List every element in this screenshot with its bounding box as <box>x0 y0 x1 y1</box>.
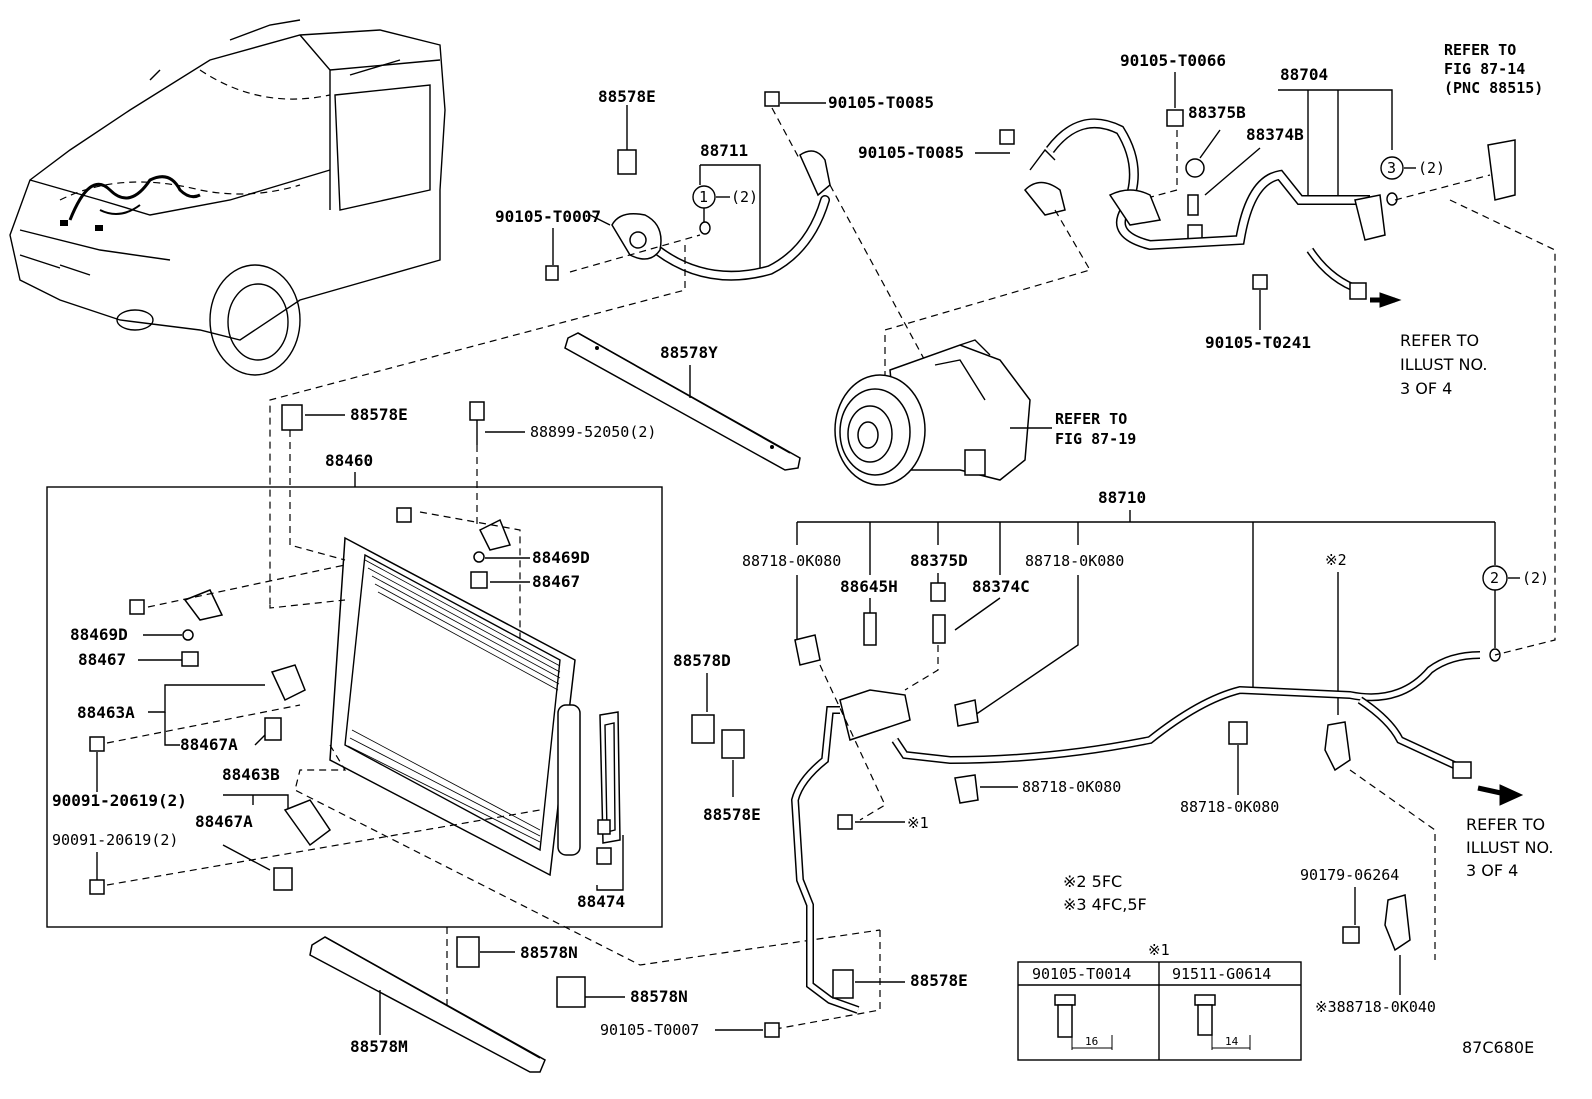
label-90179-06264: 90179-06264 <box>1300 866 1399 884</box>
label-88578E-mid: 88578E <box>350 405 408 424</box>
label-88460: 88460 <box>325 451 373 470</box>
pipe-88710-group: 88710 88718-0K080 88645H 88375D 88374C 8… <box>600 488 1553 1039</box>
label-88718-0K080-c: 88718-0K080 <box>1180 798 1279 816</box>
ref-illust-b-line1: REFER TO <box>1466 815 1545 834</box>
label-88374C: 88374C <box>972 577 1030 596</box>
label-88578M: 88578M <box>350 1037 408 1056</box>
note-mark-3: ※3 4FC,5F <box>1063 895 1147 914</box>
mark-x1: ※1 <box>907 814 929 832</box>
label-88467A-b: 88467A <box>195 812 253 831</box>
label-90091-a: 90091-20619(2) <box>52 791 187 810</box>
hose-88704-group: 90105-T0066 88704 88375B 88374B 3 (2) 90… <box>1023 41 1556 656</box>
label-88704: 88704 <box>1280 65 1328 84</box>
qty-label-2c: (2) <box>1522 569 1549 587</box>
qty-label-2a: (2) <box>731 188 758 206</box>
condenser-assembly-box <box>46 486 663 928</box>
label-88578E-top: 88578E <box>598 87 656 106</box>
ref-illust-a-line3: 3 OF 4 <box>1400 379 1452 398</box>
bolt-spec-table: ※1 90105-T0014 91511-G0614 16 14 <box>1017 941 1302 1061</box>
label-88474: 88474 <box>577 892 625 911</box>
ref-fig-87-19-line1: REFER TO <box>1055 410 1127 428</box>
label-88718-0K080-d: 88718-0K080 <box>1022 778 1121 796</box>
ref-fig-87-14-line3: (PNC 88515) <box>1444 79 1543 97</box>
label-88467-b: 88467 <box>78 650 126 669</box>
label-88467A-a: 88467A <box>180 735 238 754</box>
label-90091-b: 90091-20619(2) <box>52 831 178 849</box>
label-90105-T0007-bottom: 90105-T0007 <box>600 1021 699 1039</box>
diagram-code: 87C680E <box>1462 1038 1534 1057</box>
label-90105-T0085-a: 90105-T0085 <box>828 93 934 112</box>
compressor-illustration: REFER TO FIG 87-19 <box>834 339 1136 486</box>
label-88469D-a: 88469D <box>532 548 590 567</box>
label-88645H: 88645H <box>840 577 898 596</box>
bolt-col2-dim: 14 <box>1225 1035 1239 1048</box>
label-90105-T0066: 90105-T0066 <box>1120 51 1226 70</box>
callout-circle-1: 1 <box>699 188 708 206</box>
label-88469D-b: 88469D <box>70 625 128 644</box>
hose-88711-group: 88578E 88711 1 (2) 90105-T0007 90105-T00… <box>495 87 1015 281</box>
label-88578E-lower: 88578E <box>703 805 761 824</box>
ref-fig-87-14-line2: FIG 87-14 <box>1444 60 1525 78</box>
note-mark-2: ※2 5FC <box>1063 872 1122 891</box>
label-88463B: 88463B <box>222 765 280 784</box>
label-88375D: 88375D <box>910 551 968 570</box>
label-88375B: 88375B <box>1188 103 1246 122</box>
mark-x2: ※2 <box>1325 551 1347 569</box>
ref-illust-b-line2: ILLUST NO. <box>1466 838 1553 857</box>
label-88711: 88711 <box>700 141 748 160</box>
bar-88578Y: 88578Y <box>564 332 801 471</box>
bolt-col1-part: 90105-T0014 <box>1032 965 1131 983</box>
label-88578N-b: 88578N <box>630 987 688 1006</box>
ref-illust-b-line3: 3 OF 4 <box>1466 861 1518 880</box>
callout-circle-2: 2 <box>1490 569 1499 587</box>
label-90105-T0241: 90105-T0241 <box>1205 333 1311 352</box>
label-88718-0K080-a: 88718-0K080 <box>742 552 841 570</box>
callout-circle-3: 3 <box>1387 159 1396 177</box>
qty-label-2b: (2) <box>1418 159 1445 177</box>
label-88578D: 88578D <box>673 651 731 670</box>
label-88718-0K040: ※388718-0K040 <box>1315 998 1436 1016</box>
label-90105-T0085-b: 90105-T0085 <box>858 143 964 162</box>
ref-illust-a-line1: REFER TO <box>1400 331 1479 350</box>
label-88718-0K080-b: 88718-0K080 <box>1025 552 1124 570</box>
condenser-illustration: 88474 88469D 88467 88469D 88467 88463A 8… <box>52 430 881 966</box>
bolt-col2-part: 91511-G0614 <box>1172 965 1271 983</box>
label-88463A: 88463A <box>77 703 135 722</box>
label-88578Y: 88578Y <box>660 343 718 362</box>
label-90105-T0007-top: 90105-T0007 <box>495 207 601 226</box>
label-88899-52050: 88899-52050(2) <box>530 423 656 441</box>
label-88374B: 88374B <box>1246 125 1304 144</box>
label-88578N-a: 88578N <box>520 943 578 962</box>
vehicle-illustration <box>9 19 446 376</box>
bottom-left-parts: 88578N 88578N 88578M <box>309 927 688 1073</box>
ref-fig-87-19-line2: FIG 87-19 <box>1055 430 1136 448</box>
bolt-table-header-mark: ※1 <box>1148 941 1170 959</box>
bolt-col1-dim: 16 <box>1085 1035 1098 1048</box>
ref-fig-87-14-line1: REFER TO <box>1444 41 1516 59</box>
label-88578E-bottom: 88578E <box>910 971 968 990</box>
label-88710: 88710 <box>1098 488 1146 507</box>
label-88467-a: 88467 <box>532 572 580 591</box>
ref-illust-a-line2: ILLUST NO. <box>1400 355 1487 374</box>
